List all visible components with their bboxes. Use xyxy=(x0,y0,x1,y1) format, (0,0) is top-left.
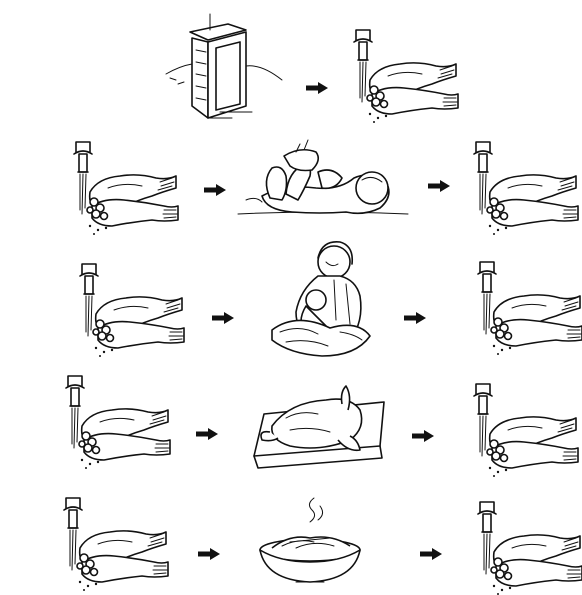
handwashing-icon xyxy=(66,376,170,469)
arrow-icon xyxy=(204,184,226,196)
arrow-icon xyxy=(306,82,328,94)
handwashing-icon xyxy=(64,498,168,591)
handwashing-icon xyxy=(80,264,184,357)
diaper-change-icon xyxy=(238,140,408,214)
arrow-icon xyxy=(212,312,234,324)
arrow-icon xyxy=(196,428,218,440)
raw-poultry-icon xyxy=(254,386,384,468)
arrow-icon xyxy=(412,430,434,442)
handwashing-icon xyxy=(478,502,582,595)
arrow-icon xyxy=(198,548,220,560)
food-bowl-icon xyxy=(260,498,360,582)
handwashing-icon xyxy=(354,30,458,123)
latrine-icon xyxy=(166,14,282,118)
handwashing-icon xyxy=(474,142,578,235)
arrow-icon xyxy=(404,312,426,324)
arrow-icon xyxy=(420,548,442,560)
handwashing-icon xyxy=(478,262,582,355)
handwashing-icon xyxy=(474,384,578,477)
arrow-icon xyxy=(428,180,450,192)
handwashing-icon xyxy=(74,142,178,235)
breastfeeding-icon xyxy=(272,242,370,356)
